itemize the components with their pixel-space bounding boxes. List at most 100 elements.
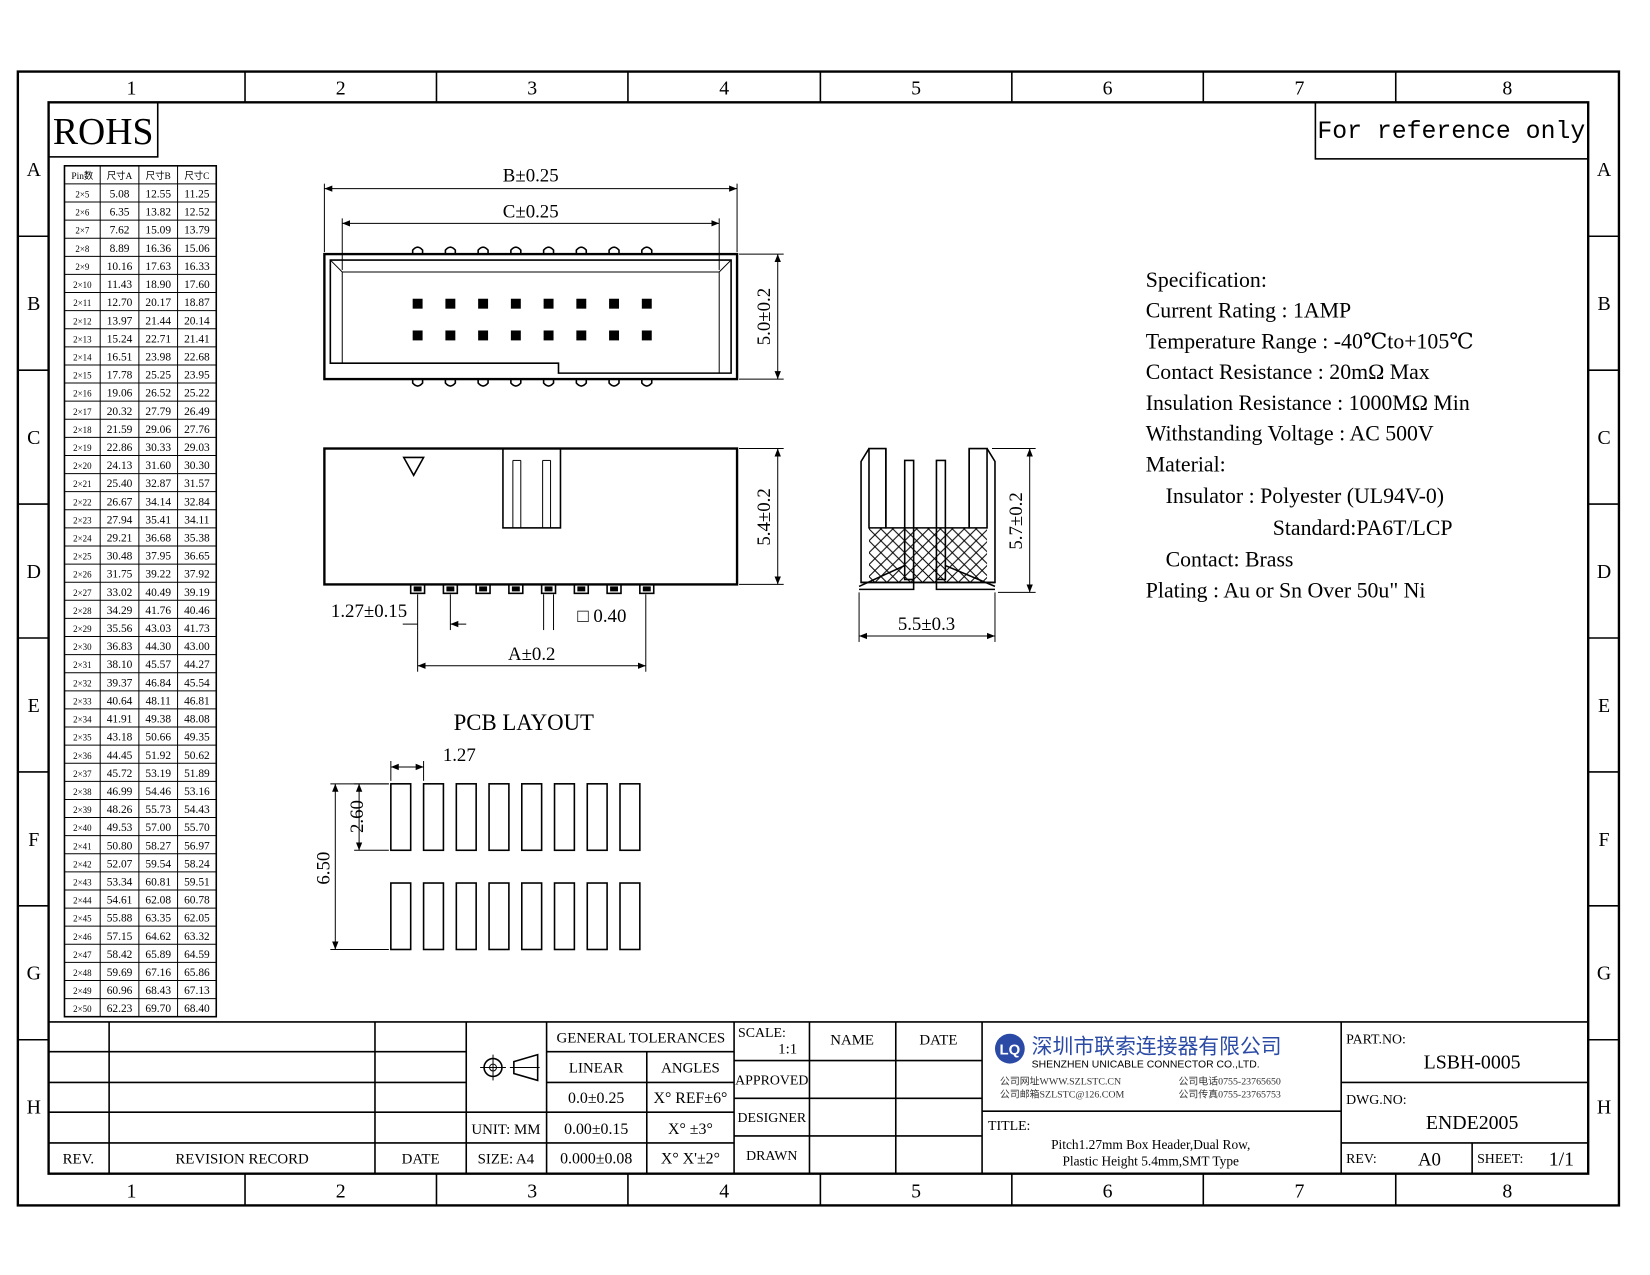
table-pin-cell: 2×27 (73, 588, 92, 598)
table-value-cell: 40.49 (145, 587, 171, 599)
table-pin-cell: 2×15 (73, 371, 92, 381)
date-label: DATE (919, 1033, 957, 1049)
table-value-cell: 68.43 (145, 985, 171, 997)
table-value-cell: 29.03 (184, 442, 210, 454)
table-value-cell: 41.91 (107, 714, 133, 726)
pcb-pad (390, 783, 412, 852)
pcb-pad (422, 783, 445, 852)
table-value-cell: 20.14 (184, 315, 210, 327)
table-value-cell: 20.32 (107, 406, 133, 418)
unit-label: UNIT: MM (471, 1122, 540, 1138)
pcb-pitch: 1.27 (443, 745, 476, 766)
table-value-cell: 54.46 (145, 786, 171, 798)
table-pin-cell: 2×41 (73, 841, 91, 851)
table-value-cell: 21.41 (184, 333, 210, 345)
table-value-cell: 59.54 (145, 858, 171, 870)
table-value-cell: 32.87 (145, 478, 171, 490)
table-header: Pin数 (71, 170, 94, 182)
pin-foot (573, 583, 590, 595)
pin-foot-core (610, 586, 619, 592)
spec-line: Standard:PA6T/LCP (1273, 516, 1453, 540)
row-label: C (1597, 427, 1610, 449)
revision-record-label: REVISION RECORD (175, 1152, 309, 1168)
table-value-cell: 22.86 (107, 442, 133, 454)
table-value-cell: 34.29 (107, 605, 133, 617)
table-value-cell: 36.65 (184, 551, 210, 563)
table-value-cell: 55.70 (184, 822, 210, 834)
table-value-cell: 17.60 (184, 279, 210, 291)
table-header: 尺寸A (107, 170, 133, 182)
table-pin-cell: 2×10 (73, 280, 92, 290)
table-value-cell: 36.68 (145, 533, 171, 545)
table-value-cell: 35.41 (145, 514, 171, 526)
pin-square (478, 298, 489, 309)
pcb-pad (553, 783, 576, 852)
column-label: 5 (911, 1180, 921, 1202)
table-pin-cell: 2×40 (73, 823, 92, 833)
name-label: NAME (830, 1033, 874, 1049)
pin-tail (542, 246, 555, 255)
table-value-cell: 58.27 (145, 840, 171, 852)
front-view: 5.4±0.2 1.27±0.15 □ 0.40 A±0.2 (323, 447, 784, 672)
drawing-frame (16, 70, 1621, 1207)
table-value-cell: 39.37 (107, 677, 133, 689)
table-value-cell: 65.89 (145, 949, 171, 961)
title-block: REV. REVISION RECORD DATE UNIT: MM SIZE:… (48, 1021, 1589, 1174)
pin-tail (608, 379, 620, 387)
tol-angle-3: X° X'±2° (661, 1151, 720, 1168)
table-value-cell: 54.43 (184, 804, 210, 816)
projection-symbol-icon (480, 1053, 540, 1082)
pin-tail (444, 379, 457, 387)
pin-square (576, 330, 587, 341)
table-value-cell: 13.79 (184, 225, 210, 237)
table-value-cell: 34.14 (145, 496, 171, 508)
table-value-cell: 57.00 (145, 822, 171, 834)
pin-foot-core (642, 586, 651, 592)
table-value-cell: 21.59 (107, 424, 133, 436)
table-value-cell: 23.98 (145, 351, 171, 363)
table-value-cell: 60.81 (145, 876, 171, 888)
table-header: 尺寸B (146, 170, 171, 182)
rohs-label: ROHS (53, 111, 154, 153)
pcb-pad-length: 2.60 (347, 800, 368, 833)
pin-square (609, 330, 620, 341)
table-value-cell: 63.35 (145, 913, 171, 925)
table-value-cell: 58.42 (107, 949, 133, 961)
table-value-cell: 50.66 (145, 732, 171, 744)
pin-square (445, 330, 456, 341)
spec-line: Insulation Resistance : 1000MΩ Min (1146, 391, 1470, 415)
row-label: E (28, 695, 40, 717)
table-value-cell: 10.16 (107, 261, 133, 273)
row-label: H (1597, 1097, 1611, 1119)
column-label: 6 (1103, 77, 1113, 99)
table-value-cell: 16.51 (107, 351, 133, 363)
pin-square (641, 330, 652, 341)
table-value-cell: 68.40 (184, 1003, 210, 1015)
table-value-cell: 27.76 (184, 424, 210, 436)
company-name-cn: 深圳市联索连接器有限公司 (1032, 1035, 1282, 1059)
pcb-pad (488, 882, 510, 951)
row-label: F (1599, 829, 1610, 851)
row-label: A (1597, 159, 1612, 181)
table-value-cell: 63.32 (184, 931, 210, 943)
column-label: 4 (719, 77, 729, 99)
table-value-cell: 67.16 (145, 967, 171, 979)
pin-square (543, 330, 554, 341)
pin-square (412, 298, 423, 309)
table-value-cell: 52.07 (107, 858, 133, 870)
pin-tail (411, 379, 424, 387)
pcb-pad (455, 783, 477, 852)
spec-line: Temperature Range : -40℃to+105℃ (1146, 329, 1474, 353)
tol-linear-2: 0.00±0.15 (564, 1121, 628, 1138)
table-value-cell: 17.78 (107, 370, 133, 382)
spec-line: Specification: (1146, 268, 1267, 292)
table-pin-cell: 2×9 (75, 262, 89, 272)
dwg-no-value: ENDE2005 (1426, 1112, 1519, 1134)
table-pin-cell: 2×22 (73, 497, 91, 507)
pin-foot-core (479, 586, 488, 592)
table-value-cell: 54.61 (107, 895, 133, 907)
pin-foot (508, 583, 524, 595)
table-pin-cell: 2×13 (73, 334, 92, 344)
